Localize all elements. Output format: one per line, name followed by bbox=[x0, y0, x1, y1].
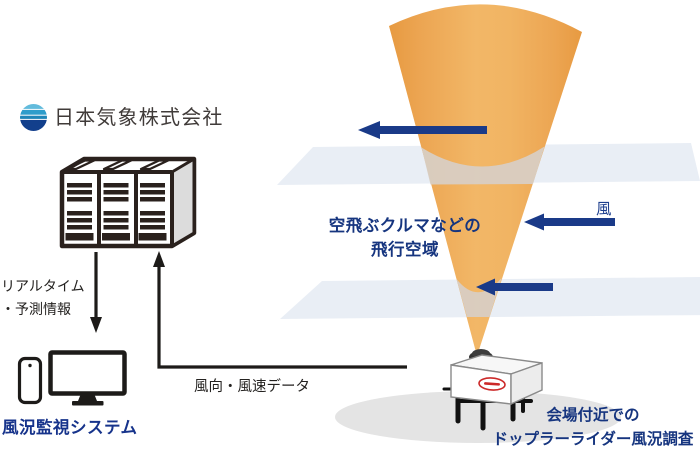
cone-plane-intersection-lower bbox=[456, 278, 502, 317]
cone-plane-intersection-upper bbox=[421, 146, 545, 185]
flying-car-airspace-label: 空飛ぶクルマなどの 飛行空域 bbox=[328, 216, 482, 259]
monitoring-system-devices bbox=[17, 350, 127, 406]
monitor-base bbox=[72, 401, 104, 406]
company-name: 日本気象株式会社 bbox=[54, 105, 224, 129]
venue-survey-label: 会場付近での ドップラーライダー風況調査 bbox=[492, 406, 694, 448]
device-logo bbox=[478, 377, 506, 391]
wind-arrow-middle bbox=[524, 213, 615, 231]
lidar-box-side bbox=[510, 362, 543, 406]
monitor-icon bbox=[48, 350, 127, 396]
wind-data-arrow bbox=[153, 251, 407, 369]
wind-monitoring-system-label: 風況監視システム bbox=[2, 418, 138, 437]
wind-arrow-bottom bbox=[476, 278, 553, 296]
forecast-down-arrow bbox=[90, 252, 102, 333]
doppler-lidar-device-icon bbox=[442, 349, 543, 431]
server-rack-slots bbox=[65, 183, 167, 241]
globe-icon bbox=[20, 104, 47, 131]
monitor-stand bbox=[78, 393, 97, 401]
ground-shadow bbox=[335, 391, 621, 443]
smartphone-icon bbox=[17, 356, 43, 405]
realtime-forecast-label: リアルタイム ・予測情報 bbox=[1, 279, 85, 318]
wind-data-label: 風向・風速データ bbox=[194, 379, 310, 395]
smartphone-camera-dot bbox=[28, 363, 32, 368]
wind-label: 風 bbox=[596, 200, 612, 218]
wind-arrow-top bbox=[358, 121, 487, 139]
server-racks-icon bbox=[59, 156, 197, 249]
